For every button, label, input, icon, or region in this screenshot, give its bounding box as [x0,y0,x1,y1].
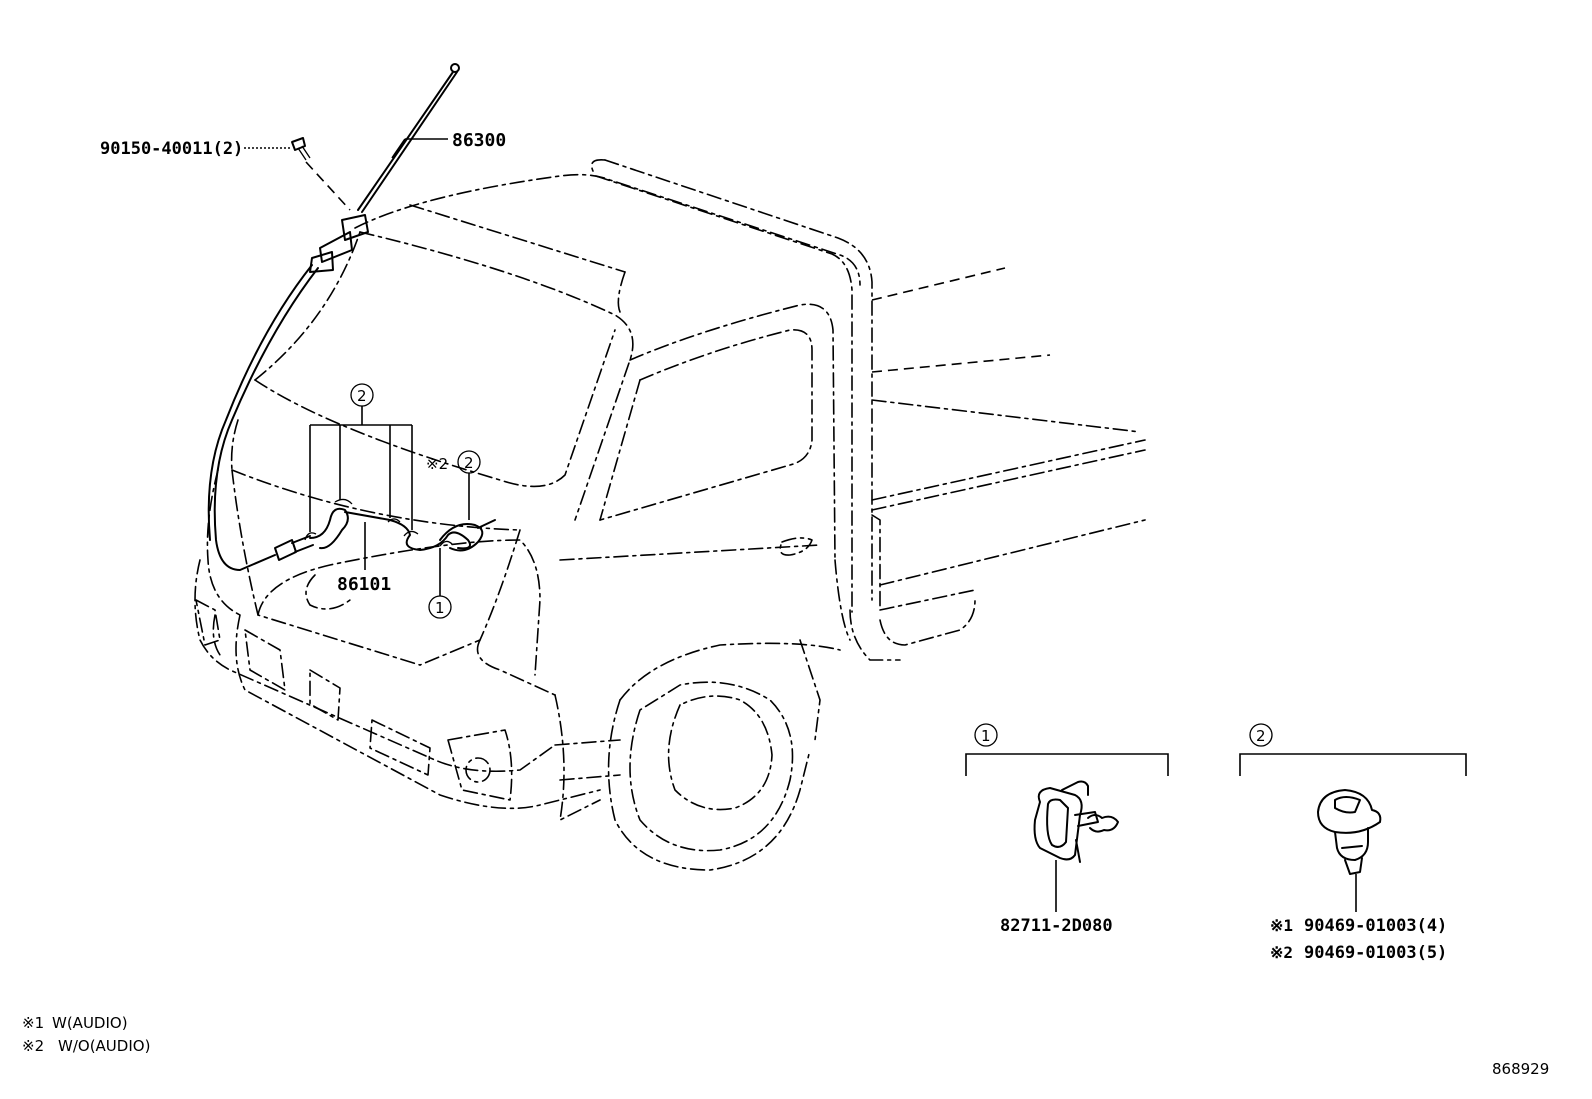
note-2-text: W/O(AUDIO) [58,1037,150,1055]
label-antenna-rod: 86300 [391,130,506,159]
antenna-assembly [207,63,496,571]
detail-2-clip: 2 ※1 90469-01003(4) ※2 90469-01003(5) [1239,723,1467,963]
note-2-mark: ※2 [22,1037,44,1055]
detail-1-clamp: 1 82711-2D080 [965,723,1169,936]
callout-1-cord: 1 [428,548,452,619]
clip-note-mark-1: ※1 [1270,916,1293,935]
note-1-text: W(AUDIO) [52,1014,128,1032]
truck-outline [194,158,1146,871]
clamp-part-number: 82711-2D080 [1000,916,1113,936]
clip-note-mark-2: ※2 [1270,943,1293,962]
callout-1-label: 1 [435,599,445,617]
label-screw: 90150-40011(2) [100,139,290,159]
screw-part-number: 90150-40011(2) [100,139,243,159]
clamp-icon [1033,780,1119,863]
screw-icon [291,137,351,211]
callout-2-label-b: 2 [464,454,474,472]
callout-2-bracket: 2 [309,383,413,532]
legend-notes: ※1 W(AUDIO) ※2 W/O(AUDIO) [22,1014,150,1055]
detail-1-callout: 1 [981,727,991,745]
detail-2-callout: 2 [1256,727,1266,745]
antenna-rod-part-number: 86300 [452,130,506,151]
figure-id: 868929 [1492,1060,1549,1078]
callout-2-wo-audio: ※2 2 [426,450,481,520]
clip-icon [1317,789,1382,875]
cord-part-number: 86101 [337,574,391,595]
clip-part-number-wo-audio: 90469-01003(5) [1304,943,1447,963]
note-mark-2: ※2 [426,455,448,473]
clip-part-number-w-audio: 90469-01003(4) [1304,916,1447,936]
note-1-mark: ※1 [22,1014,44,1032]
callout-2-label: 2 [357,387,367,405]
label-cord: 86101 [337,522,391,595]
